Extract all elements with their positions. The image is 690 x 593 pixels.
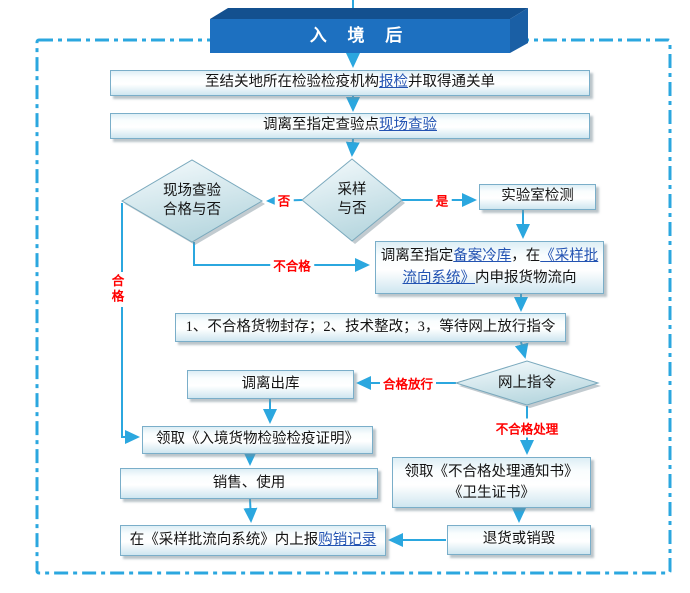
diamond-site-check: [121, 159, 263, 243]
edge-label-no: 否: [274, 190, 294, 210]
edge-label-pass-release: 合格放行: [379, 373, 437, 393]
box-text: 销售、使用: [212, 474, 286, 491]
diamond-line: 采样: [337, 182, 367, 199]
diamond-line: 合格与否: [163, 202, 221, 218]
box-move-inspect: 调离至指定查验点现场查验: [110, 113, 590, 139]
connector: [345, 138, 360, 157]
box-text: 在《采样批流向系统》内上报: [129, 531, 319, 548]
box-lab-test: 实验室检测: [479, 184, 596, 210]
box-text: 调离至指定查验点: [263, 117, 379, 134]
box-text: 《卫生证书》: [448, 484, 535, 501]
link-flow-system[interactable]: 《采样批流向系统》: [402, 248, 599, 286]
link-purchase-record[interactable]: 购销记录: [318, 531, 377, 548]
diamond-line: 现场查验: [163, 183, 221, 200]
box-fail-notice: 领取《不合格处理通知书》 《卫生证书》: [392, 457, 591, 508]
banner-right-face: [510, 8, 528, 53]
link-cold-store[interactable]: 备案冷库: [453, 248, 512, 265]
edge-label-fail-handle: 不合格处理: [492, 418, 562, 438]
box-text: 调离出库: [241, 375, 300, 392]
box-text: 领取《不合格处理通知书》: [404, 464, 579, 481]
banner-3d: [210, 8, 528, 53]
box-move-out: 调离出库: [187, 370, 354, 399]
diamond-text-site-check: 现场查验 合格与否: [132, 174, 252, 228]
link-site-inspect[interactable]: 现场查验: [379, 117, 437, 134]
box-declare: 至结关地所在检验检疫机构报检并取得通关单: [110, 70, 590, 96]
diamond-text-online-order: 网上指令: [467, 372, 587, 394]
diamond-sampling: [301, 158, 403, 242]
connector-pass: [121, 203, 140, 444]
box-return-destroy: 退货或销毁: [447, 525, 591, 555]
banner-title: 入 境 后: [309, 26, 411, 45]
diamond-line: 网上指令: [498, 374, 556, 391]
box-text: 内申报货物流向: [475, 269, 577, 286]
box-text: 实验室检测: [501, 188, 574, 205]
box-cold-store: 调离至指定备案冷库，在《采样批流向系统》内申报货物流向: [375, 241, 604, 294]
connector: [514, 341, 529, 359]
connector: [243, 498, 258, 523]
box-text: 并取得通关单: [408, 74, 495, 91]
box-sale-use: 销售、使用: [120, 468, 378, 499]
box-text: 领取《入境货物检验检疫证明》: [156, 431, 359, 448]
edge-label-yes: 是: [432, 190, 452, 210]
box-text: 至结关地所在检验检疫机构: [205, 74, 379, 91]
diamond-online-order: [454, 360, 600, 406]
link-declare[interactable]: 报检: [379, 74, 408, 91]
edge-label-pass: 合格: [107, 272, 127, 307]
box-text: ，在: [511, 248, 541, 265]
box-text: 退货或销毁: [482, 531, 556, 548]
banner-front-face: [210, 19, 510, 53]
diamond-line: 与否: [337, 201, 367, 217]
box-cert: 领取《入境货物检验检疫证明》: [142, 426, 373, 454]
box-report-record: 在《采样批流向系统》内上报购销记录: [120, 525, 386, 556]
edge-label-fail: 不合格: [270, 255, 314, 275]
banner-top-face: [210, 8, 528, 19]
diamond-text-sampling: 采样 与否: [312, 173, 392, 227]
box-steps: 1、不合格货物封存；2、技术整改；3，等待网上放行指令: [175, 313, 566, 342]
box-text: 调离至指定: [380, 248, 454, 265]
box-text: 1、不合格货物封存；2、技术整改；3，等待网上放行指令: [185, 318, 556, 335]
